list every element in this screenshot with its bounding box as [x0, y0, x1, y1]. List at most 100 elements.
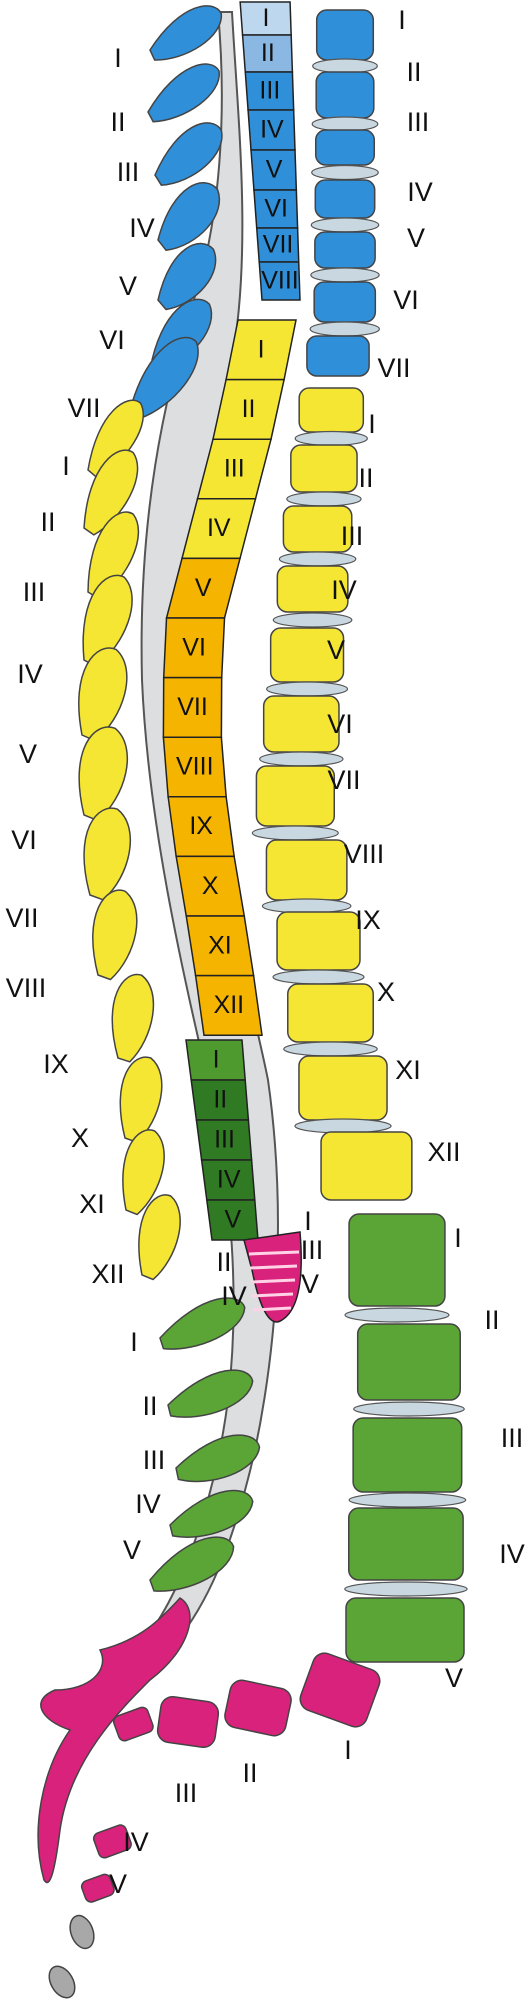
body-label-cervical-6: VI	[393, 285, 419, 315]
body-label-thoracic-3: III	[341, 521, 364, 551]
sacrum-shape	[37, 1597, 191, 1884]
cord-label-cervical-8: VIII	[261, 267, 299, 295]
disc-lumbar-1	[344, 1307, 450, 1323]
disc-thoracic-2	[286, 491, 362, 507]
disc-thoracic-1	[294, 430, 368, 447]
cord-label-cervical-2: II	[261, 39, 275, 67]
spinous-process-lumbar-3	[175, 1434, 261, 1483]
spinous-process-cervical-3	[154, 122, 223, 186]
spinous-label-thoracic-5: V	[19, 739, 37, 769]
cord-label-thoracic-8: VIII	[176, 753, 214, 781]
vertebral-body-thoracic-1	[298, 387, 365, 433]
cord-label-sacral-5: V	[301, 1269, 319, 1299]
disc-thoracic-5	[266, 681, 349, 697]
sacral-body-1	[299, 1652, 381, 1728]
spinous-label-lumbar-2: II	[142, 1391, 157, 1421]
disc-thoracic-4	[272, 612, 353, 628]
spinous-label-sacral-2: II	[242, 1758, 257, 1788]
body-label-thoracic-11: XI	[395, 1055, 421, 1085]
body-label-cervical-2: II	[406, 57, 421, 87]
sacral-piece-1	[112, 1706, 154, 1742]
body-label-lumbar-4: IV	[499, 1539, 525, 1569]
body-label-cervical-5: V	[407, 223, 425, 253]
spinous-process-lumbar-4	[169, 1489, 254, 1538]
cord-label-cervical-1: I	[263, 4, 270, 32]
body-label-cervical-4: IV	[407, 177, 433, 207]
spinous-label-cervical-6: VI	[99, 325, 125, 355]
sacral-piece-2	[92, 1824, 132, 1859]
sacral-body-2	[224, 1679, 292, 1737]
sacral-piece-3	[80, 1873, 115, 1903]
spinous-label-thoracic-9: IX	[43, 1049, 69, 1079]
cord-label-sacral-2: II	[216, 1247, 231, 1277]
cord-label-sacral-3: III	[301, 1235, 324, 1265]
disc-cervical-3	[311, 164, 379, 181]
vertebral-bodies	[156, 9, 468, 1749]
vertebral-body-cervical-1	[315, 9, 375, 61]
vertebral-body-thoracic-12	[320, 1131, 413, 1201]
disc-thoracic-7	[251, 825, 339, 841]
body-label-cervical-7: VII	[377, 353, 410, 383]
body-label-lumbar-3: III	[501, 1423, 524, 1453]
body-label-lumbar-1: I	[454, 1223, 462, 1253]
cord-label-cervical-3: III	[259, 77, 280, 105]
coccyx-piece-1	[69, 1914, 95, 1950]
spinous-label-cervical-7: VII	[67, 393, 100, 423]
body-label-lumbar-5: V	[445, 1663, 463, 1693]
cord-label-thoracic-11: XI	[208, 931, 232, 959]
vertebral-body-cervical-2	[315, 71, 375, 119]
spinous-process-thoracic-11	[122, 1129, 165, 1216]
body-label-thoracic-9: IX	[355, 905, 381, 935]
sacral-body-3	[156, 1695, 220, 1749]
spinous-label-lumbar-3: III	[143, 1445, 166, 1475]
coccyx-piece-2	[48, 1965, 76, 1999]
spinous-label-thoracic-6: VI	[11, 825, 37, 855]
spinous-process-thoracic-10	[119, 1056, 163, 1144]
vertebral-body-thoracic-10	[287, 983, 374, 1043]
spinous-label-sacral-3: I	[344, 1735, 352, 1765]
disc-lumbar-2	[353, 1401, 465, 1417]
cord-label-lumbar-1: I	[213, 1046, 220, 1074]
vertebral-body-cervical-4	[314, 179, 376, 219]
spinous-label-coccygeal-2: V	[109, 1869, 127, 1899]
cord-label-lumbar-2: II	[213, 1086, 227, 1114]
spinous-label-lumbar-1: I	[130, 1327, 138, 1357]
body-label-cervical-1: I	[398, 5, 406, 35]
cord-segment-thoracic-12	[194, 974, 263, 1036]
cord-conus-stripe-1	[248, 1250, 300, 1256]
spinous-process-thoracic-6	[78, 726, 129, 822]
cord-label-thoracic-5: V	[195, 574, 212, 602]
disc-thoracic-3	[278, 551, 357, 567]
cord-label-thoracic-10: X	[202, 872, 219, 900]
vertebral-body-lumbar-4	[348, 1507, 464, 1581]
cord-label-sacral-4: IV	[221, 1281, 247, 1311]
vertebral-body-thoracic-8	[265, 839, 348, 901]
spinous-label-thoracic-12: XII	[91, 1259, 124, 1289]
spinous-label-thoracic-4: IV	[17, 659, 43, 689]
spinous-process-cervical-1	[149, 5, 223, 61]
spinous-process-thoracic-8	[92, 889, 138, 981]
spinous-label-sacral-1: III	[175, 1778, 198, 1808]
disc-thoracic-9	[272, 969, 365, 985]
disc-lumbar-3	[348, 1492, 467, 1508]
disc-cervical-5	[310, 267, 380, 283]
spinous-process-thoracic-5	[78, 647, 128, 742]
disc-cervical-4	[310, 217, 380, 233]
disc-thoracic-10	[283, 1041, 378, 1057]
spinous-process-lumbar-1	[159, 1297, 246, 1350]
spinal-cord-segments: IIIIIIIVVVIVIIVIIIIIIIIIIVVVIVIIVIIIIXXX…	[162, 1, 324, 1323]
spinous-process-cervical-4	[157, 182, 220, 252]
spinous-label-cervical-4: IV	[129, 213, 155, 243]
disc-thoracic-8	[261, 898, 352, 914]
disc-thoracic-11	[294, 1118, 392, 1134]
spinous-process-thoracic-12	[138, 1194, 181, 1281]
body-label-lumbar-2: II	[484, 1305, 499, 1335]
disc-cervical-2	[311, 116, 379, 132]
spinous-label-lumbar-4: IV	[135, 1489, 161, 1519]
spinous-label-thoracic-1: I	[62, 451, 70, 481]
cord-label-lumbar-5: V	[225, 1206, 242, 1234]
cord-label-thoracic-9: IX	[189, 812, 213, 840]
cord-conus-stripe-5	[252, 1306, 292, 1312]
cord-conus-stripe-4	[251, 1292, 294, 1298]
spinous-process-cervical-2	[147, 63, 220, 123]
